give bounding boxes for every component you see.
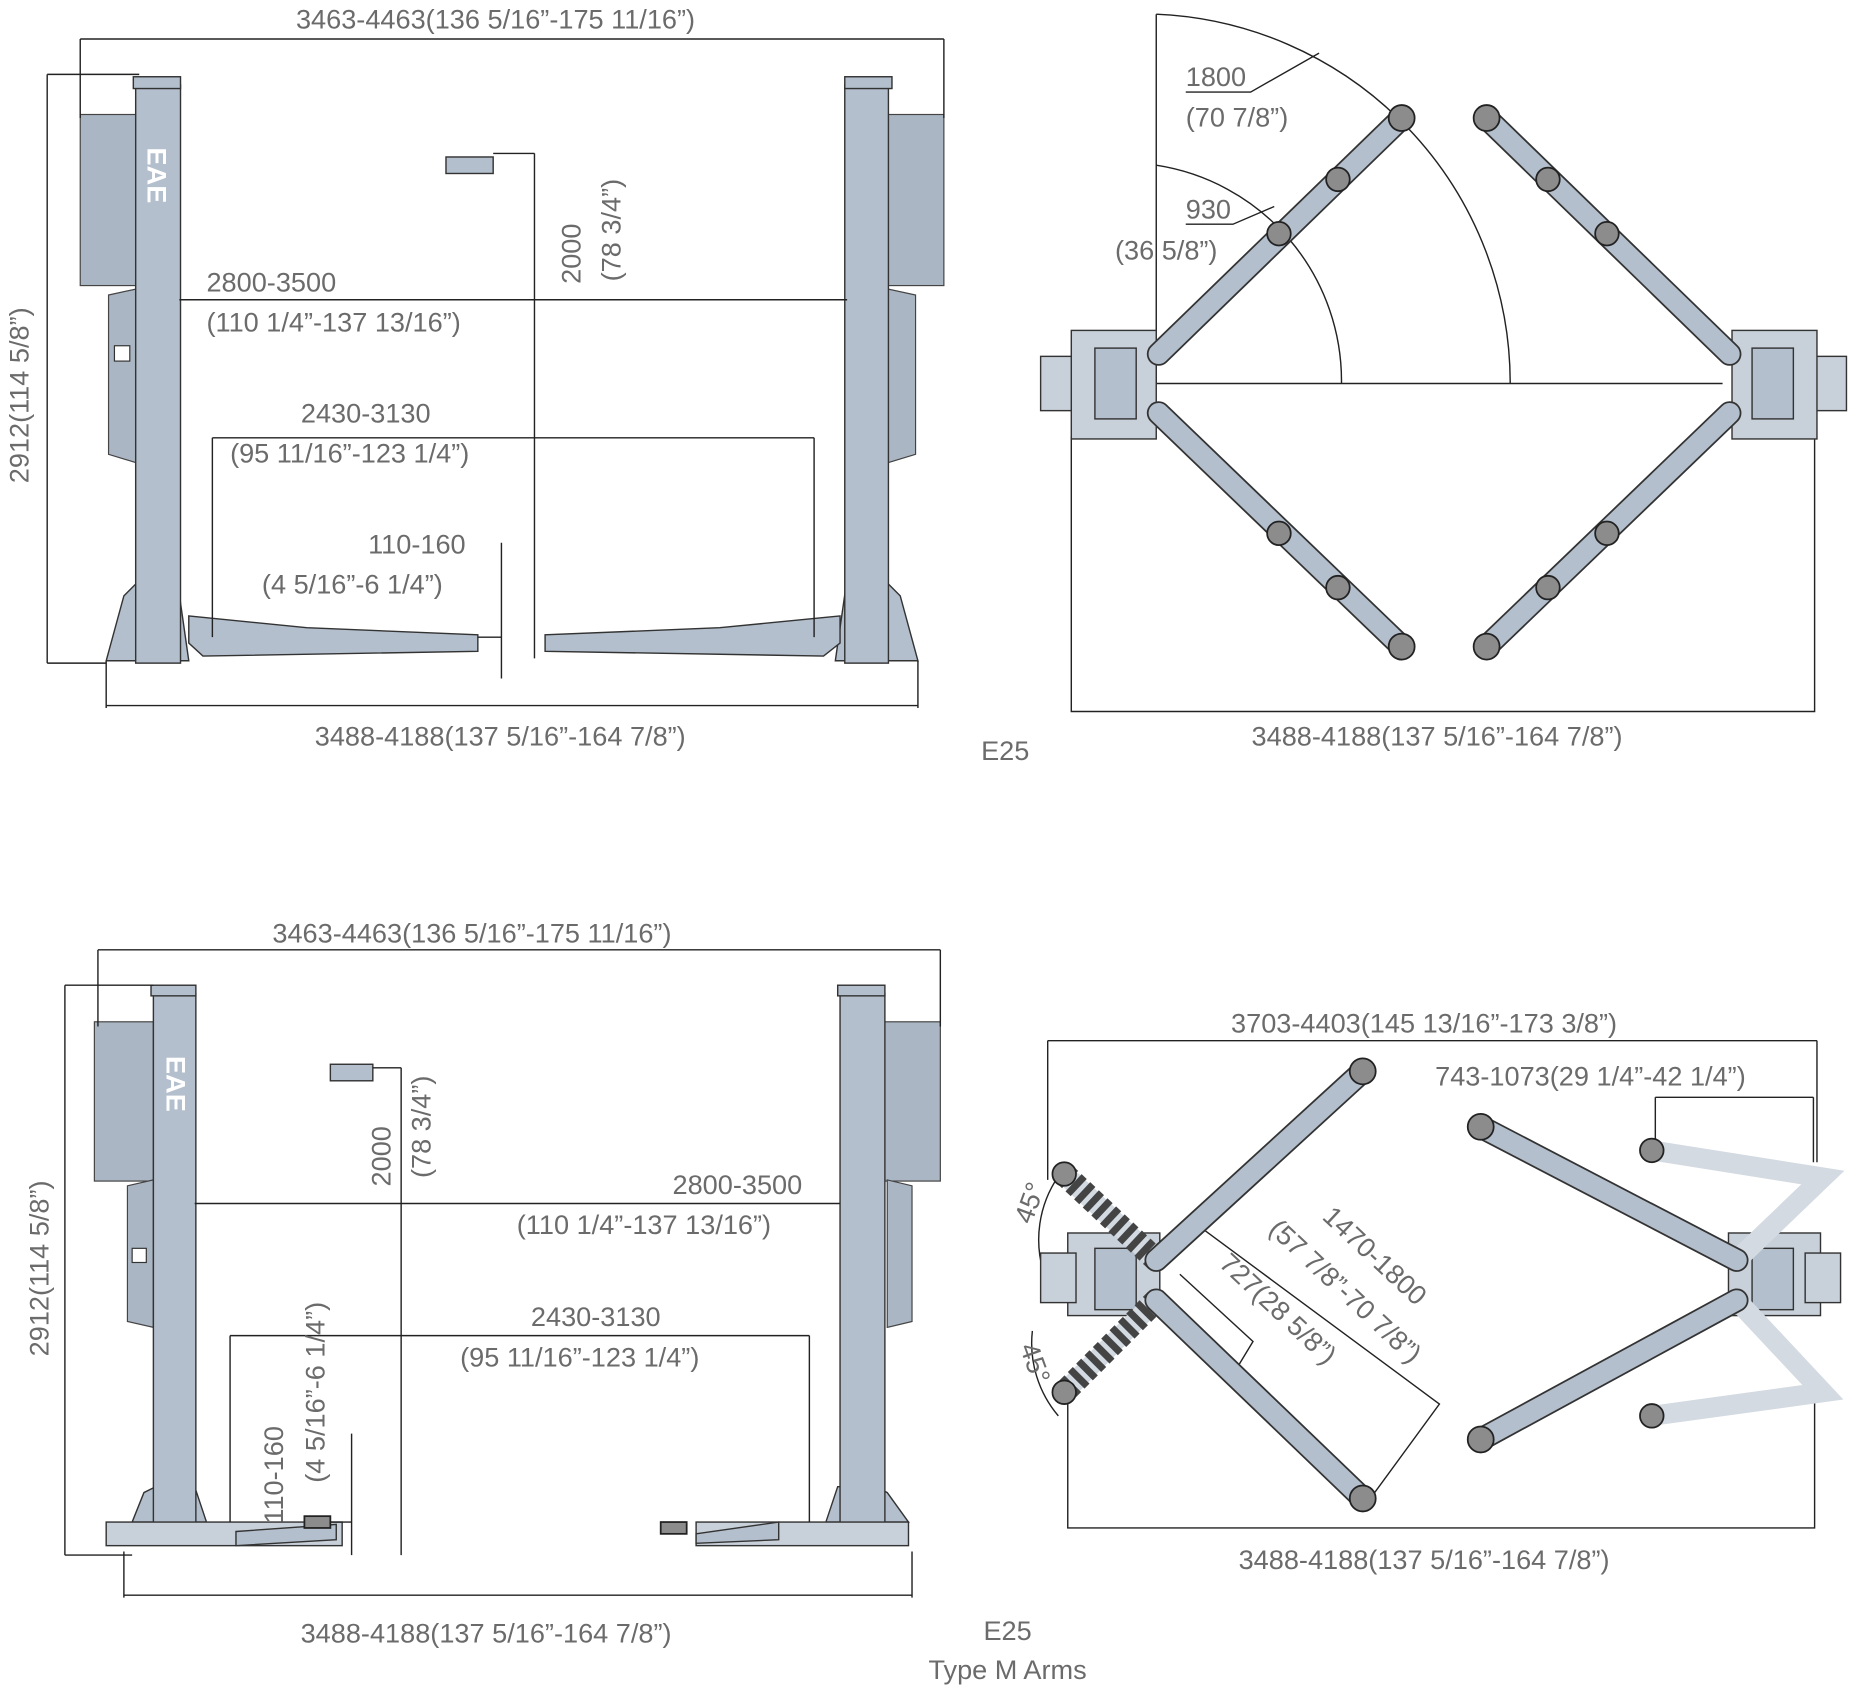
overall-height-label: 2912(114 5/8”) xyxy=(23,1180,54,1356)
arms xyxy=(1144,1057,1749,1513)
arm-long-in-label: (70 7/8”) xyxy=(1186,101,1289,132)
raised-pad-adapter xyxy=(445,156,494,175)
lift-arms xyxy=(188,156,841,657)
right-column xyxy=(834,76,945,664)
left-column xyxy=(93,984,208,1526)
drive-thru-mm-label: 2430-3130 xyxy=(531,1301,661,1332)
left-column xyxy=(79,76,190,664)
right-column xyxy=(824,984,941,1526)
arm-short-mm-label: 930 xyxy=(1186,193,1231,224)
front-view-type-m-arms: EAE 3463-4463(136 5/16”-175 11/16”) 2912… xyxy=(23,918,942,1648)
arm-retract-label: 743-1073(29 1/4”-42 1/4”) xyxy=(1435,1061,1746,1092)
base-width-label: 3488-4188(137 5/16”-164 7/8”) xyxy=(315,721,686,752)
drive-thru-mm-label: 2430-3130 xyxy=(301,397,431,428)
arm-type-label: Type M Arms xyxy=(928,1654,1086,1685)
base-width-label: 3488-4188(137 5/16”-164 7/8”) xyxy=(301,1617,672,1648)
pad-height-mm-label: 110-160 xyxy=(258,1426,289,1524)
ghost-arms-dashed xyxy=(1051,1137,1845,1429)
lift-pad xyxy=(1466,1112,1495,1141)
left-column-base xyxy=(1039,329,1157,440)
right-column-base xyxy=(1731,329,1848,440)
pad-height-mm-label: 110-160 xyxy=(368,528,466,559)
angle-top-label: 45° xyxy=(1008,1178,1051,1227)
lift-arms xyxy=(105,1063,910,1547)
lift-pad xyxy=(1472,632,1501,661)
arms xyxy=(1146,104,1742,661)
brand-logo: EAE xyxy=(141,148,172,204)
lift-height-mm-label: 2000 xyxy=(366,1126,397,1186)
column-inner-mm-label: 2800-3500 xyxy=(206,266,336,297)
arm-long-mm-label: 1800 xyxy=(1186,61,1246,92)
lift-pad xyxy=(1348,1057,1377,1086)
overall-width-label: 3463-4463(136 5/16”-175 11/16”) xyxy=(272,918,671,949)
brand-logo: EAE xyxy=(160,1056,191,1112)
column-inner-in-label: (110 1/4”-137 13/16”) xyxy=(517,1209,771,1240)
lift-pad xyxy=(1472,104,1501,132)
overall-width-label: 3703-4403(145 13/16”-173 3/8”) xyxy=(1231,1007,1617,1038)
column-inner-mm-label: 2800-3500 xyxy=(673,1169,803,1200)
model-label-top: E25 xyxy=(981,735,1029,766)
lift-height-mm-label: 2000 xyxy=(555,224,586,284)
lift-height-in-label: (78 3/4”) xyxy=(596,179,627,282)
column-inner-in-label: (110 1/4”-137 13/16”) xyxy=(206,307,460,338)
angle-bottom-label: 45° xyxy=(1014,1338,1057,1387)
lift-pad xyxy=(1466,1425,1495,1454)
lift-height-in-label: (78 3/4”) xyxy=(406,1076,437,1179)
lift-pad xyxy=(1348,1484,1377,1513)
raised-pad-adapter xyxy=(329,1063,374,1082)
lift-pad xyxy=(1387,104,1416,132)
base-width-label: 3488-4188(137 5/16”-164 7/8”) xyxy=(1252,721,1623,752)
pad-height-in-label: (4 5/16”-6 1/4”) xyxy=(299,1302,330,1483)
plan-view-type-m-arms: 3703-4403(145 13/16”-173 3/8”) 743-1073(… xyxy=(1008,1007,1845,1575)
arm-short-in-label: (36 5/8”) xyxy=(1115,235,1218,266)
model-label-bottom: E25 xyxy=(983,1615,1031,1646)
base-width-label: 3488-4188(137 5/16”-164 7/8”) xyxy=(1239,1544,1610,1575)
drive-thru-in-label: (95 11/16”-123 1/4”) xyxy=(460,1341,699,1372)
overall-height-label: 2912(114 5/8”) xyxy=(3,307,34,483)
front-view-standard-arms: EAE 3463-4463(136 5/16”-175 11/16”) 2912… xyxy=(3,3,945,752)
drive-thru-in-label: (95 11/16”-123 1/4”) xyxy=(230,438,469,469)
lift-pad xyxy=(1387,632,1416,661)
overall-width-label: 3463-4463(136 5/16”-175 11/16”) xyxy=(296,3,695,34)
right-column-base xyxy=(1727,1232,1842,1317)
pad-height-in-label: (4 5/16”-6 1/4”) xyxy=(262,569,443,600)
plan-view-standard-arms: 1800 (70 7/8”) 930 (36 5/8”) 3488-4188(1… xyxy=(1039,13,1848,752)
